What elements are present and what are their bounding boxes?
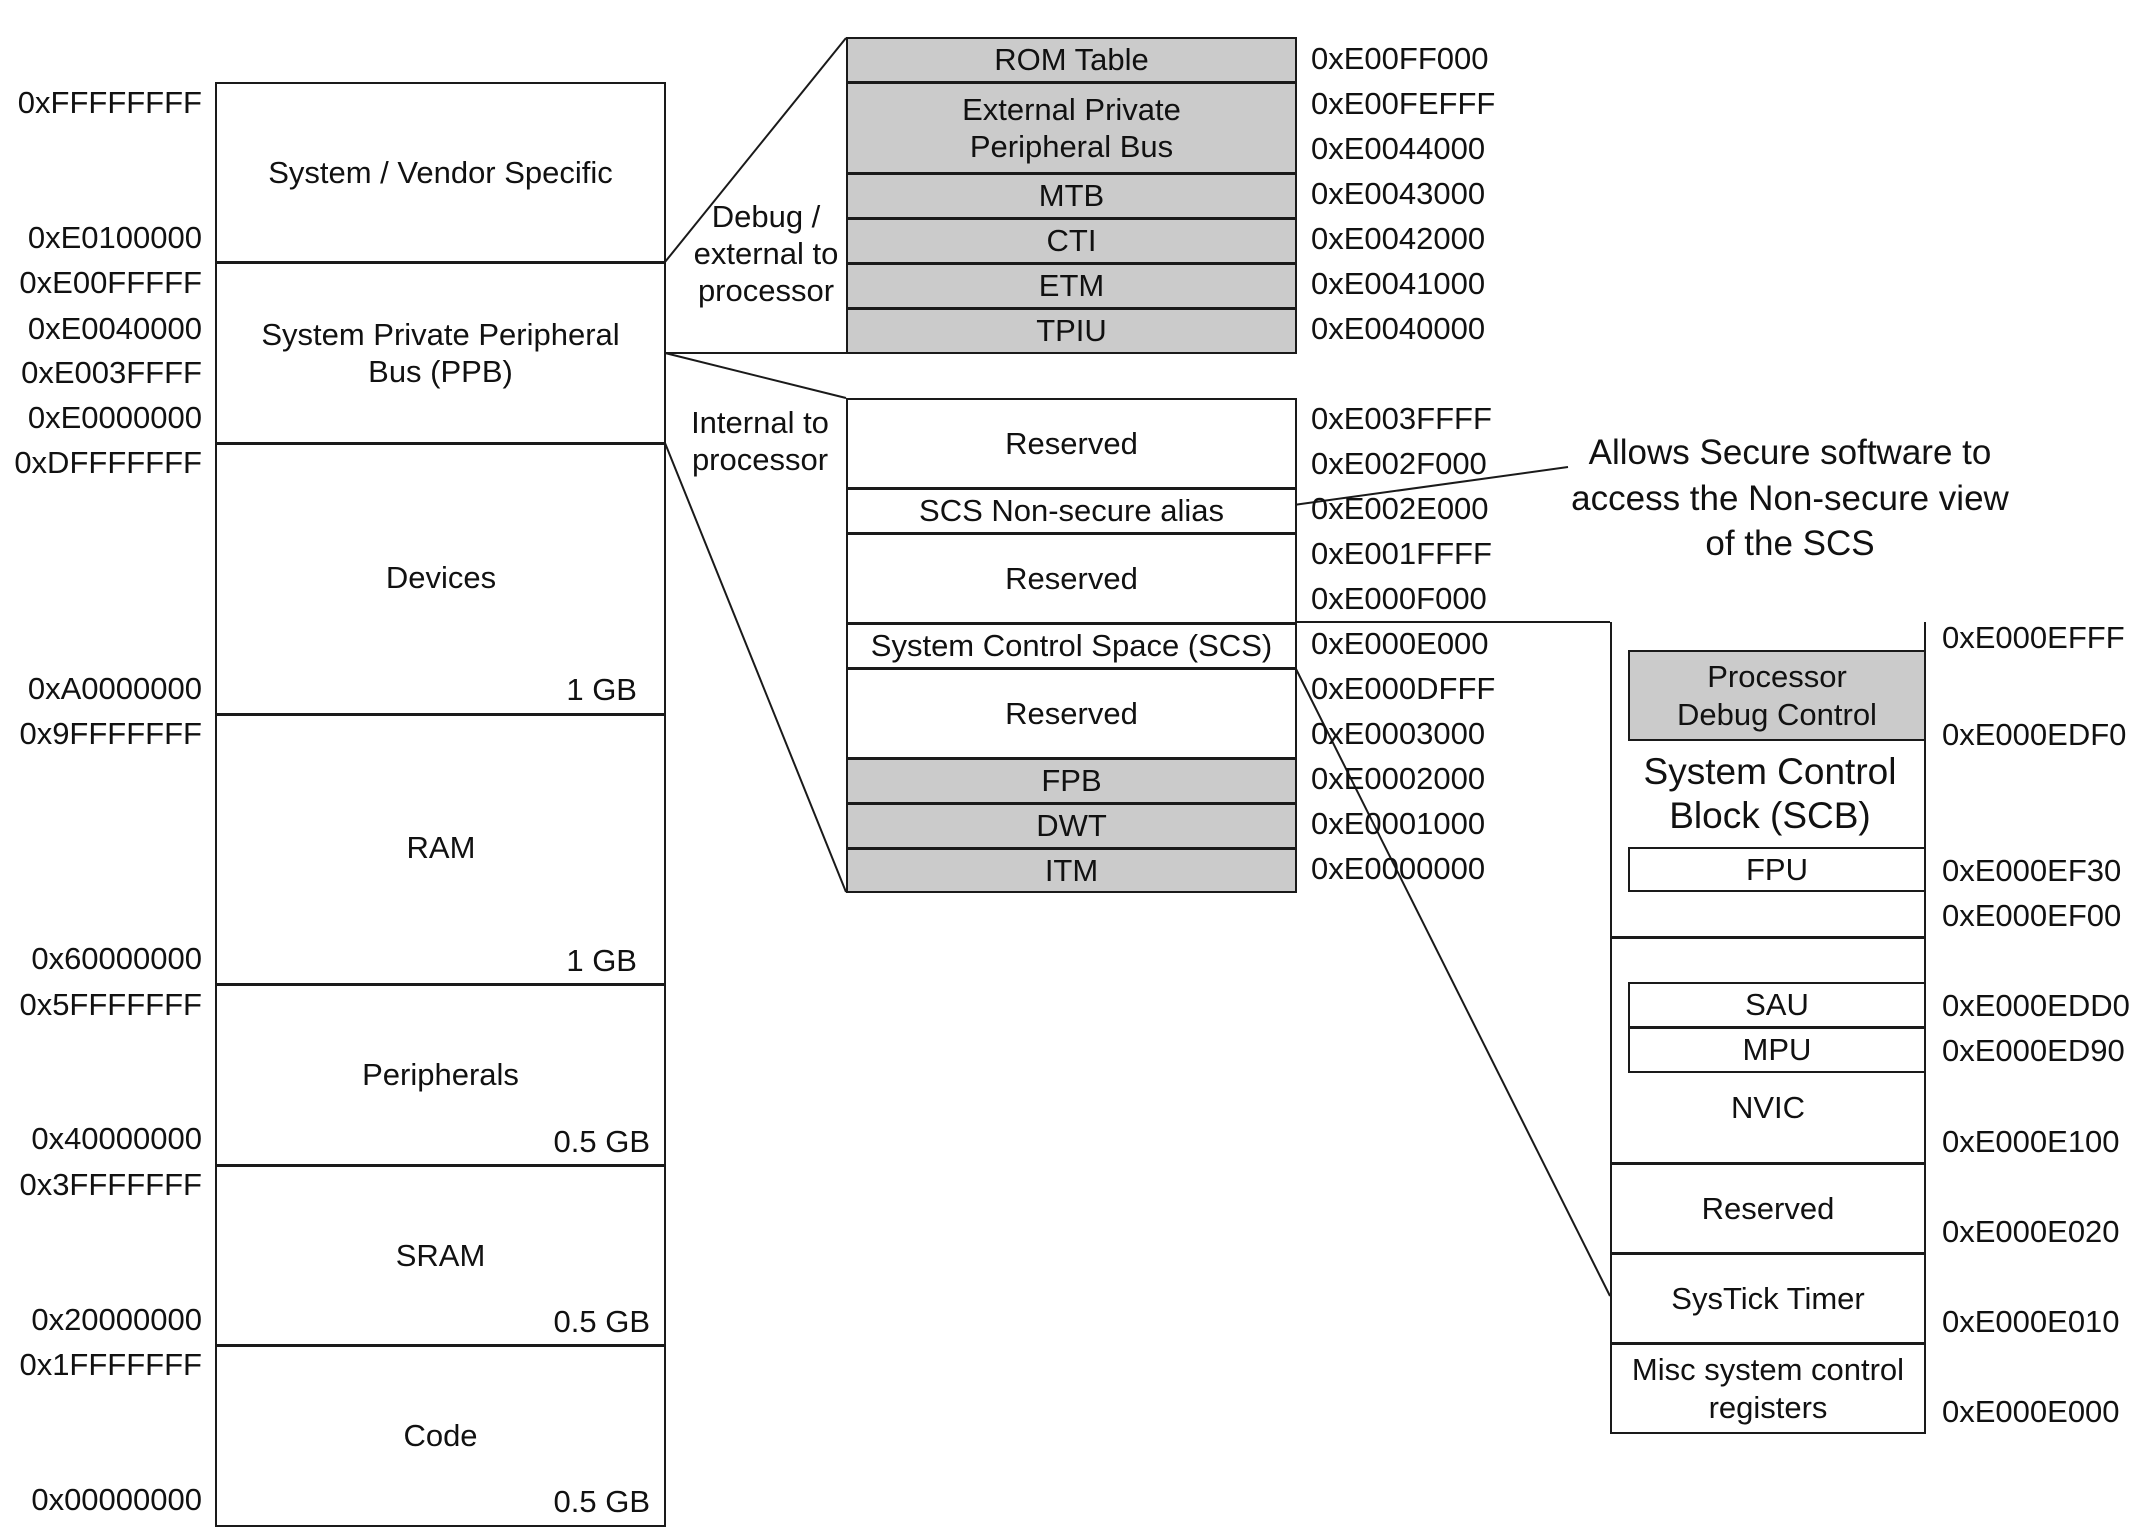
addr-label: 0x9FFFFFFF — [19, 716, 202, 751]
addr-label: 0xE000E000 — [1942, 1394, 2120, 1429]
addr-label: 0xE00FFFFF — [19, 265, 202, 300]
addr-label: 0xE000ED90 — [1942, 1033, 2125, 1068]
zoom-line-scs-bottom — [1294, 666, 1611, 1297]
addr-label: 0xE000E010 — [1942, 1304, 2120, 1339]
addr-label: 0xE000EFFF — [1942, 620, 2125, 655]
fpb: FPB — [846, 758, 1297, 804]
zoom-line-internal-top — [664, 352, 847, 399]
scb-label: System Control Block (SCB) — [1643, 750, 1897, 836]
addr-label: 0xE000E100 — [1942, 1124, 2120, 1159]
addr-label: 0xE000E000 — [1311, 626, 1489, 661]
itm: ITM — [846, 848, 1297, 893]
fpu: FPU — [1628, 847, 1926, 892]
processor-debug-control: Processor Debug Control — [1628, 650, 1926, 741]
region-sram: SRAM — [215, 1165, 666, 1346]
addr-label: 0xE0040000 — [1311, 311, 1486, 346]
addr-label: 0x3FFFFFFF — [19, 1167, 202, 1202]
addr-label: 0xE00FEFFF — [1311, 86, 1496, 121]
addr-label: 0xE000DFFF — [1311, 671, 1496, 706]
misc-system-control: Misc system control registers — [1610, 1343, 1926, 1434]
annotation-arrow-line — [1271, 466, 1569, 509]
addr-label: 0xE0000000 — [1311, 851, 1486, 886]
dwt: DWT — [846, 803, 1297, 849]
ram-label: RAM — [361, 830, 521, 866]
addr-label: 0xE000E020 — [1942, 1214, 2120, 1249]
addr-label: 0xE00FF000 — [1311, 41, 1489, 76]
addr-label: 0xE000EDF0 — [1942, 717, 2127, 752]
addr-label: 0xE0000000 — [27, 400, 202, 435]
addr-label: 0xFFFFFFFF — [17, 85, 202, 120]
addr-label: 0xE002F000 — [1311, 446, 1487, 481]
addr-label: 0xE003FFFF — [1311, 401, 1492, 436]
addr-label: 0xE000EDD0 — [1942, 988, 2130, 1023]
external-ppb: External Private Peripheral Bus — [846, 82, 1297, 174]
sram-size: 0.5 GB — [553, 1304, 651, 1339]
addr-label: 0x60000000 — [31, 941, 202, 976]
addr-label: 0xE002E000 — [1311, 491, 1489, 526]
addr-label: 0x00000000 — [31, 1482, 202, 1517]
internal-label: Internal to processor — [691, 405, 829, 478]
addr-label: 0xE0043000 — [1311, 176, 1486, 211]
addr-label: 0x20000000 — [31, 1302, 202, 1337]
mpu: MPU — [1628, 1027, 1926, 1073]
region-system-vendor: System / Vendor Specific — [215, 82, 666, 263]
ram-size: 1 GB — [566, 943, 637, 978]
region-code: Code — [215, 1345, 666, 1527]
reserved-1: Reserved — [846, 398, 1297, 489]
tpiu: TPIU — [846, 308, 1297, 354]
mtb: MTB — [846, 173, 1297, 219]
addr-label: 0x1FFFFFFF — [19, 1347, 202, 1382]
addr-label: 0xE0040000 — [27, 311, 202, 346]
addr-label: 0xE0042000 — [1311, 221, 1486, 256]
region-ppb: System Private Peripheral Bus (PPB) — [215, 262, 666, 444]
reserved-3: Reserved — [846, 668, 1297, 759]
systick-timer: SysTick Timer — [1610, 1253, 1926, 1344]
addr-label: 0xE0001000 — [1311, 806, 1486, 841]
nvic: NVIC — [1730, 1090, 1806, 1126]
rom-table: ROM Table — [846, 37, 1297, 83]
devices-size: 1 GB — [566, 672, 637, 707]
etm: ETM — [846, 263, 1297, 309]
addr-label: 0x40000000 — [31, 1121, 202, 1156]
addr-label: 0xE003FFFF — [21, 355, 202, 390]
addr-label: 0xE0044000 — [1311, 131, 1486, 166]
addr-label: 0x5FFFFFFF — [19, 987, 202, 1022]
reserved-2: Reserved — [846, 533, 1297, 624]
addr-label: 0xE000EF00 — [1942, 898, 2122, 933]
annotation-text: Allows Secure software to access the Non… — [1571, 433, 2009, 563]
zoom-line-debug-top — [664, 37, 847, 263]
region-peripherals: Peripherals — [215, 984, 666, 1166]
addr-label: 0xE0041000 — [1311, 266, 1486, 301]
addr-label: 0xE000F000 — [1311, 581, 1487, 616]
addr-label: 0xE0100000 — [27, 220, 202, 255]
addr-label: 0xDFFFFFFF — [14, 445, 202, 480]
cti: CTI — [846, 218, 1297, 264]
debug-external-label: Debug / external to processor — [693, 199, 839, 309]
addr-label: 0xE0002000 — [1311, 761, 1486, 796]
peripherals-size: 0.5 GB — [553, 1124, 651, 1159]
zoom-line-internal-bottom — [664, 442, 847, 893]
addr-label: 0xE0003000 — [1311, 716, 1486, 751]
scs-nonsecure-alias: SCS Non-secure alias — [846, 488, 1297, 534]
addr-label: 0xA0000000 — [27, 671, 202, 706]
code-size: 0.5 GB — [553, 1484, 651, 1519]
addr-label: 0xE000EF30 — [1942, 853, 2122, 888]
system-control-space: System Control Space (SCS) — [846, 623, 1297, 669]
devices-label: Devices — [361, 560, 521, 596]
sau: SAU — [1628, 982, 1926, 1028]
scs-reserved: Reserved — [1610, 1163, 1926, 1254]
addr-label: 0xE001FFFF — [1311, 536, 1492, 571]
